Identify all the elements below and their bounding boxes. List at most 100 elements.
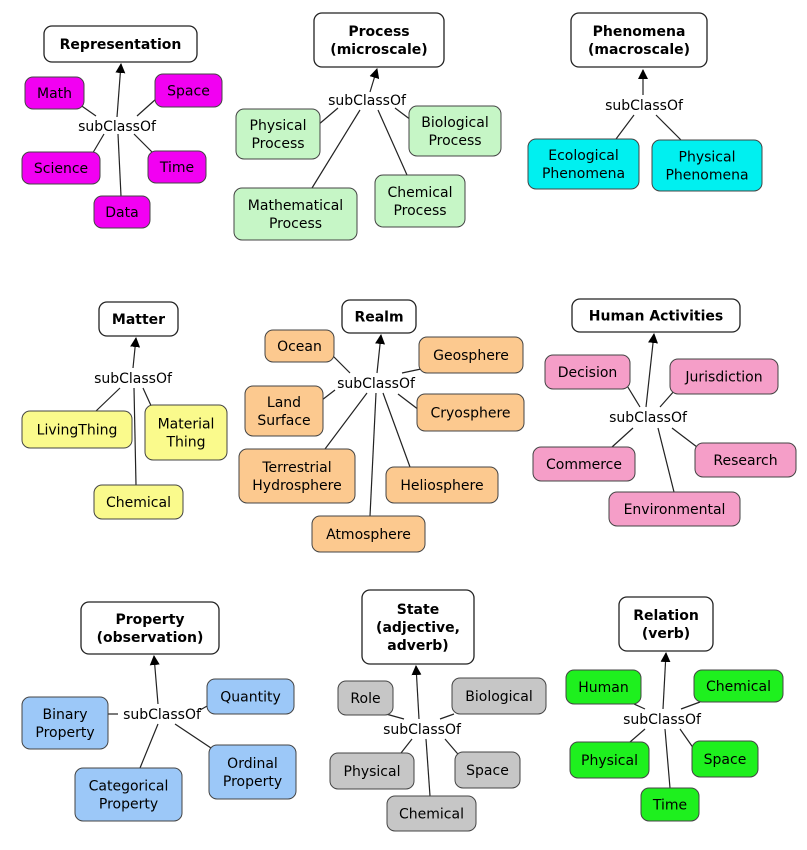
child-box: [693, 669, 784, 703]
root-label: Realm: [354, 310, 403, 326]
child-node-relation-2[interactable]: Physical: [569, 741, 650, 779]
child-node-human-activities-3[interactable]: Research: [694, 442, 797, 478]
child-box: [244, 385, 324, 437]
link-realm-child-2: [321, 389, 336, 401]
child-label: Biological: [465, 689, 532, 705]
child-node-relation-3[interactable]: Space: [691, 740, 759, 778]
root-node-realm[interactable]: Realm: [341, 299, 417, 334]
cluster-phenomena: Phenomena(macroscale)subClassOfEcologica…: [527, 12, 763, 192]
child-label: Cryosphere: [430, 406, 510, 422]
child-node-representation-4[interactable]: Data: [93, 195, 151, 229]
link-realm-child-5: [382, 392, 411, 468]
child-node-property-1[interactable]: Quantity: [206, 678, 295, 715]
child-node-realm-6[interactable]: Atmosphere: [311, 515, 426, 553]
child-node-representation-2[interactable]: Science: [21, 151, 101, 185]
root-node-representation[interactable]: Representation: [43, 25, 198, 63]
child-node-representation-0[interactable]: Math: [24, 76, 85, 110]
link-relation-child-3: [679, 728, 695, 750]
root-node-phenomena[interactable]: Phenomena(macroscale): [570, 12, 708, 68]
child-node-relation-0[interactable]: Human: [565, 669, 642, 705]
child-node-realm-0[interactable]: Ocean: [264, 329, 335, 363]
root-node-relation[interactable]: Relation(verb): [618, 596, 714, 652]
child-box: [154, 73, 223, 108]
child-node-representation-1[interactable]: Space: [154, 73, 223, 108]
child-node-human-activities-0[interactable]: Decision: [544, 354, 631, 390]
child-box: [640, 787, 700, 822]
link-state-child-1: [439, 713, 455, 720]
root-node-human-activities[interactable]: Human Activities: [571, 298, 741, 333]
child-label: Chemical: [706, 679, 771, 695]
child-node-realm-3[interactable]: Cryosphere: [416, 393, 525, 432]
root-node-state[interactable]: State(adjective,adverb): [361, 589, 475, 665]
link-realm-child-0: [332, 355, 351, 374]
child-node-matter-2[interactable]: Chemical: [93, 484, 184, 520]
link-realm-child-4: [324, 392, 368, 450]
link-relation-child-4: [664, 728, 671, 789]
root-node-property[interactable]: Property(observation): [80, 601, 220, 655]
child-node-relation-1[interactable]: Chemical: [693, 669, 784, 703]
link-phenomena-child-1: [655, 114, 682, 141]
root-label: Representation: [60, 37, 182, 53]
child-node-relation-4[interactable]: Time: [640, 787, 700, 822]
child-label: Geosphere: [433, 348, 509, 364]
link-state-child-4: [425, 738, 431, 797]
child-node-representation-3[interactable]: Time: [147, 150, 207, 184]
child-node-human-activities-1[interactable]: Jurisdiction: [669, 358, 779, 395]
child-label: Chemical: [106, 495, 171, 511]
child-node-realm-1[interactable]: Geosphere: [418, 336, 524, 374]
child-box: [21, 696, 109, 750]
child-box: [21, 410, 133, 449]
link-matter-child-0: [95, 387, 121, 412]
link-process-child-2: [311, 109, 361, 189]
child-node-state-0[interactable]: Role: [337, 680, 394, 716]
root-label: Property(observation): [97, 612, 204, 646]
child-node-state-1[interactable]: Biological: [451, 677, 547, 715]
child-box: [311, 515, 426, 553]
link-representation-child-4: [117, 133, 122, 197]
child-box: [532, 446, 636, 482]
child-box: [651, 139, 763, 192]
child-box: [147, 150, 207, 184]
child-label: Physical: [344, 764, 401, 780]
root-box: [571, 298, 741, 333]
arrow-realm-to-root: [375, 334, 386, 374]
child-label: Math: [37, 86, 72, 102]
link-relation-child-2: [629, 728, 646, 743]
child-node-state-3[interactable]: Space: [454, 751, 521, 789]
child-box: [527, 138, 640, 190]
child-box: [454, 751, 521, 789]
child-node-human-activities-4[interactable]: Environmental: [608, 491, 741, 527]
child-box: [451, 677, 547, 715]
root-node-matter[interactable]: Matter: [98, 301, 179, 337]
root-box: [43, 25, 198, 63]
child-node-state-4[interactable]: Chemical: [386, 795, 477, 832]
link-property-child-3: [174, 723, 215, 751]
child-node-realm-5[interactable]: Heliosphere: [385, 466, 499, 504]
root-box: [98, 301, 179, 337]
child-node-human-activities-2[interactable]: Commerce: [532, 446, 636, 482]
child-node-state-2[interactable]: Physical: [329, 752, 415, 790]
root-node-process[interactable]: Process(microscale): [313, 12, 445, 68]
child-label: Space: [466, 763, 509, 779]
child-label: Commerce: [546, 457, 622, 473]
child-node-matter-0[interactable]: LivingThing: [21, 410, 133, 449]
